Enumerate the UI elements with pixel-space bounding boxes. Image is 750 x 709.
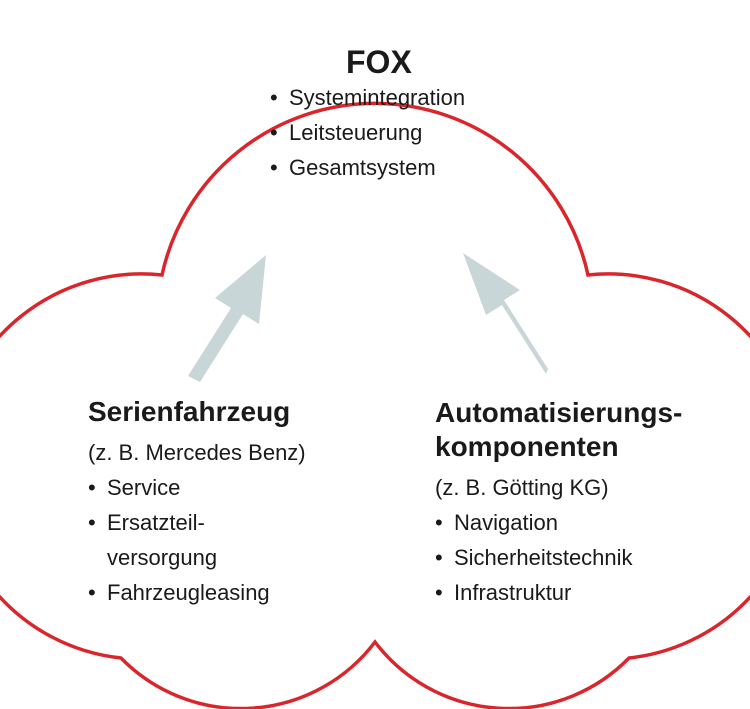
top-item: Leitsteuerung [270,115,465,150]
right-item: Navigation [435,505,682,540]
right-item: Infrastruktur [435,575,682,610]
top-block: FOX Systemintegration Leitsteuerung Gesa… [270,44,465,185]
left-title: Serienfahrzeug [88,396,291,427]
arrow-right [463,253,548,374]
right-item: Sicherheitstechnik [435,540,682,575]
top-item: Systemintegration [270,80,465,115]
right-title-line1: Automatisierungs- [435,397,683,428]
left-item-continued: versorgung [107,545,218,570]
right-example: (z. B. Götting KG) [435,475,609,500]
right-title-line2: komponenten [435,431,619,462]
right-block: Automatisierungs- komponenten (z. B. Göt… [435,396,682,610]
trefoil-outline [0,101,750,709]
arrow-left [188,255,266,382]
top-title: FOX [346,44,412,80]
left-item: Fahrzeugleasing [88,575,306,610]
left-example: (z. B. Mercedes Benz) [88,440,306,465]
left-item: Ersatzteil- [88,505,306,540]
top-item: Gesamtsystem [270,150,465,185]
left-item: Service [88,470,306,505]
left-block: Serienfahrzeug (z. B. Mercedes Benz) Ser… [88,395,306,610]
